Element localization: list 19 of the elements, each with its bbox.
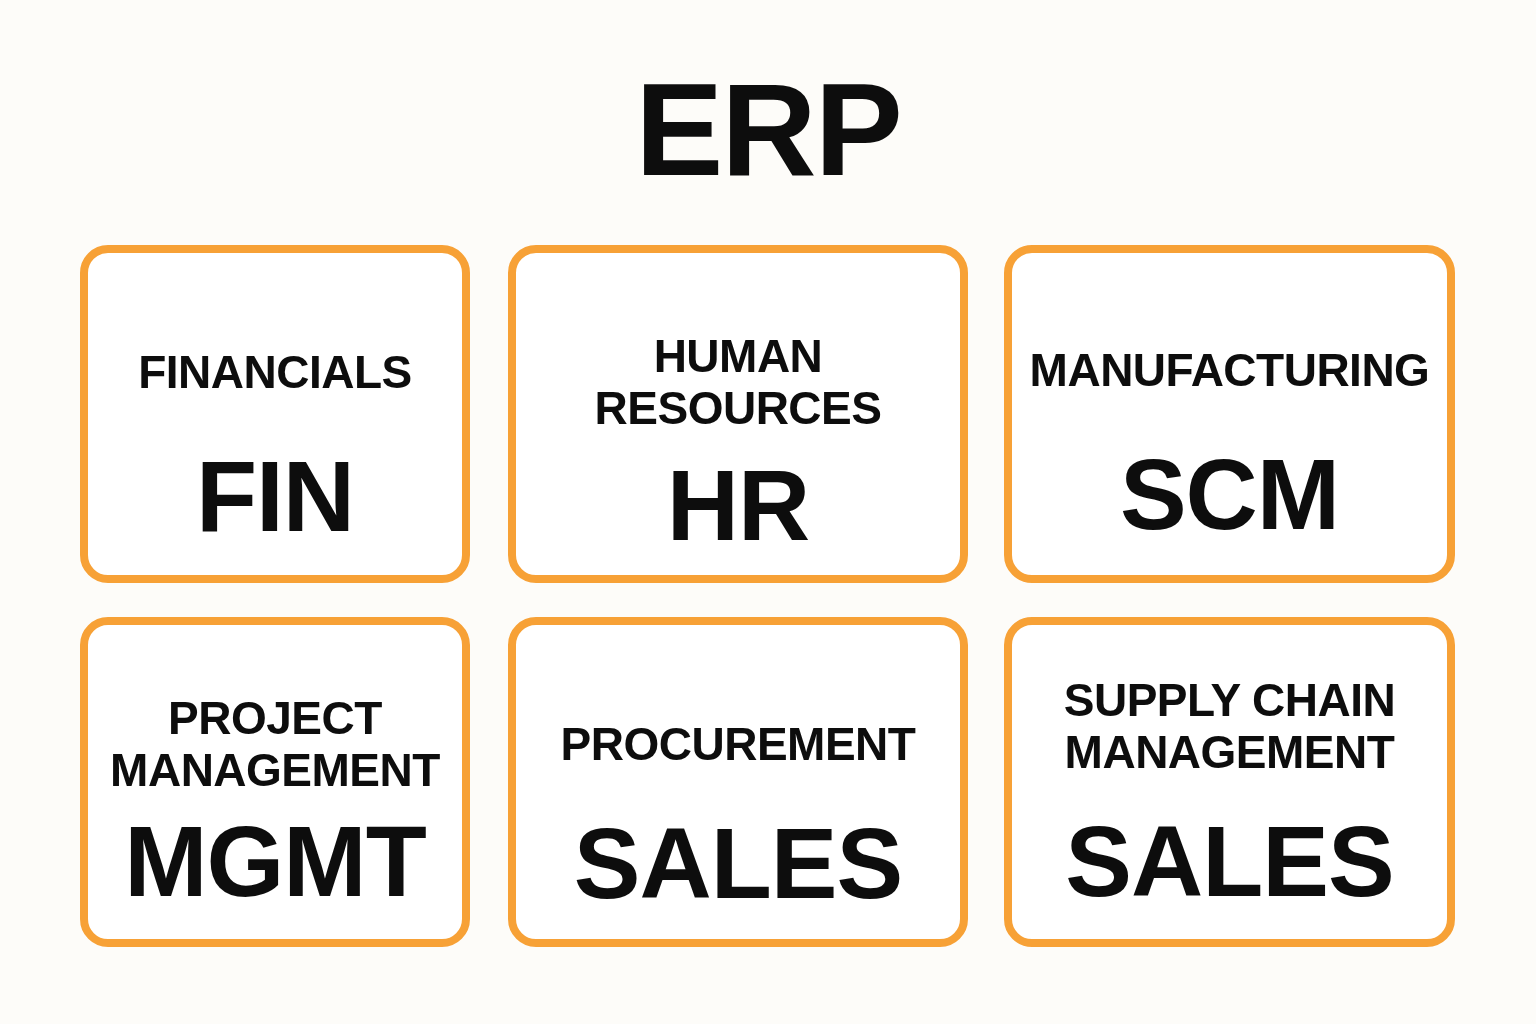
module-card [80,245,470,583]
module-card [508,617,968,947]
module-abbreviation: SALES [573,813,903,913]
module-card [1004,617,1455,947]
module-name: MANUFACTURING [1028,345,1431,397]
module-name: HUMAN RESOURCES [593,331,883,435]
module-card [508,245,968,583]
module-name: PROJECT MANAGEMENT [109,693,441,797]
module-abbreviation: HR [666,455,810,555]
module-abbreviation: FIN [195,446,355,546]
module-card [80,617,470,947]
module-name: FINANCIALS [137,347,413,399]
module-name: SUPPLY CHAIN MANAGEMENT [1062,675,1397,779]
module-abbreviation: SCM [1119,444,1340,544]
module-abbreviation: SALES [1065,811,1394,911]
module-card [1004,245,1455,583]
module-abbreviation: MGMT [124,811,426,911]
module-name: PROCUREMENT [559,719,917,771]
diagram-title: ERP [635,64,901,196]
